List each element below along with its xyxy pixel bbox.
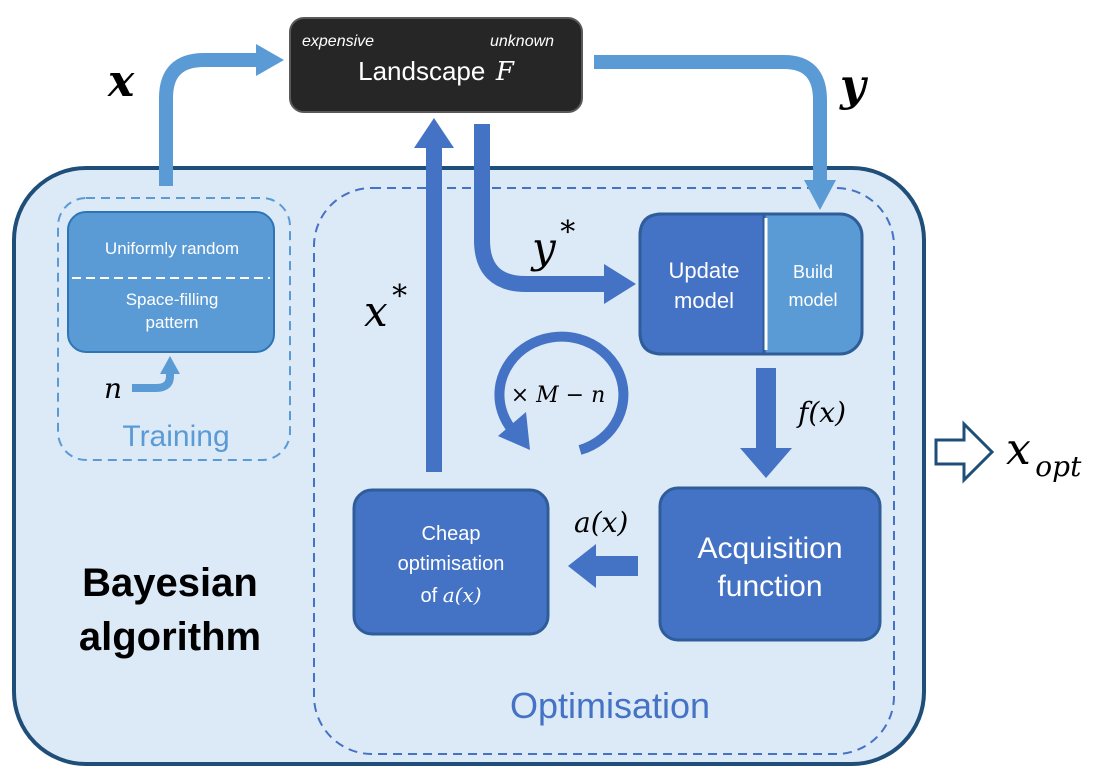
training-method-space-filling-1: Space-filling: [126, 290, 219, 309]
label-y: y: [839, 60, 869, 111]
build-model-line1: Build: [793, 262, 833, 282]
algorithm-line2: algorithm: [79, 615, 261, 659]
landscape-box: [289, 17, 583, 113]
arrow-head-n: [160, 356, 180, 374]
arrow-fx-shaft: [756, 368, 776, 450]
output-arrow: [934, 420, 995, 484]
label-f-x: f(x): [796, 396, 846, 429]
training-title: Training: [122, 420, 229, 453]
build-model-line2: model: [788, 290, 837, 310]
arrow-y-star-to-update: [474, 124, 608, 292]
arrow-ax-shaft: [592, 556, 638, 576]
landscape-tag-unknown: unknown: [490, 33, 554, 50]
optimisation-group: [313, 187, 895, 755]
loop-arrow-head: [498, 412, 530, 450]
cheap-line3: of a(x): [420, 583, 481, 607]
acquisition-function-box: [658, 486, 882, 642]
loop-arrow: [494, 331, 629, 455]
arrow-head-y-star: [604, 264, 636, 304]
update-model-box: [638, 212, 766, 356]
label-n: n: [104, 372, 122, 405]
arrow-head-x-star: [414, 118, 454, 148]
arrow-n: [132, 372, 174, 392]
cheap-line2: optimisation: [398, 553, 505, 575]
arrow-x-to-landscape: [159, 53, 258, 186]
update-model-line1: Update: [669, 258, 740, 283]
arrow-x-star-shaft: [426, 146, 442, 472]
arrow-y-to-model: [594, 55, 827, 182]
label-x-opt: x opt: [1006, 424, 1082, 483]
label-x: x: [107, 56, 135, 107]
optimisation-title: Optimisation: [510, 685, 710, 726]
training-method-uniform: Uniformly random: [105, 239, 239, 258]
arrow-head-x: [256, 44, 284, 76]
loop-label: × M − n: [511, 383, 606, 408]
arrow-head-ax: [568, 544, 596, 588]
algorithm-line1: Bayesian: [82, 561, 258, 605]
cheap-optimisation-box: [352, 488, 550, 636]
landscape-title: Landscape F: [358, 56, 515, 87]
landscape-tag-expensive: expensive: [302, 33, 374, 50]
training-method-space-filling-2: pattern: [146, 313, 199, 332]
training-method-box: [67, 211, 275, 353]
acquisition-line2: function: [717, 570, 822, 603]
acquisition-line1: Acquisition: [697, 532, 842, 565]
label-a-x: a(x): [574, 506, 628, 539]
cheap-line1: Cheap: [422, 523, 481, 545]
label-y-star: y *: [530, 215, 575, 272]
update-model-line2: model: [674, 288, 734, 313]
arrow-head-fx: [740, 448, 792, 478]
label-x-star: x *: [364, 279, 407, 336]
training-group: [57, 197, 291, 461]
arrow-head-y: [804, 180, 836, 210]
